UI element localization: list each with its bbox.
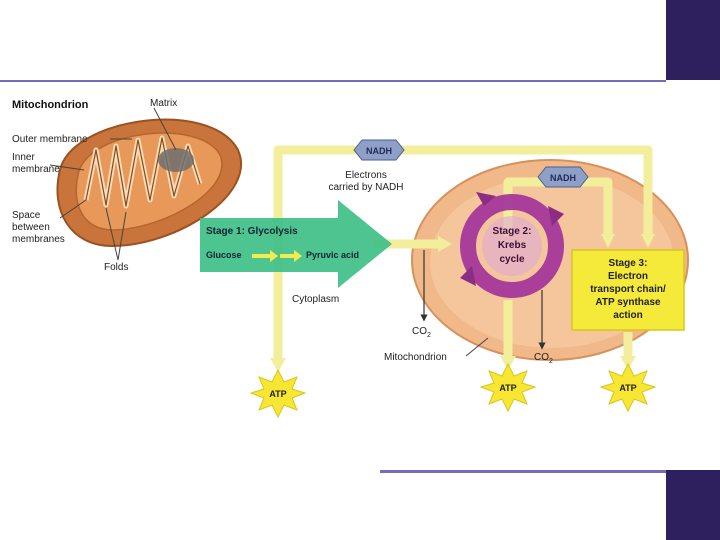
atp-burst-3: ATP bbox=[599, 362, 657, 413]
nadh-badge-1: NADH bbox=[353, 139, 405, 161]
electrons-label-2: carried by NADH bbox=[328, 182, 403, 193]
stage3-label-5: action bbox=[613, 310, 642, 321]
mito-title: Mitochondrion bbox=[12, 99, 89, 111]
atp-label-1: ATP bbox=[269, 389, 286, 399]
mito-leader-lines bbox=[49, 107, 177, 261]
stage3-box: Stage 3: Electron transport chain/ ATP s… bbox=[571, 249, 685, 331]
pyruvic-label: Pyruvic acid bbox=[306, 250, 359, 260]
corner-accent-bottom bbox=[666, 470, 720, 540]
atp-burst-1: ATP bbox=[249, 368, 307, 419]
stage3-label-2: Electron bbox=[608, 271, 648, 282]
outer-membrane-label: Outer membrane bbox=[12, 134, 88, 145]
cytoplasm-label: Cytoplasm bbox=[292, 294, 339, 305]
stage2-label-1: Stage 2: bbox=[493, 226, 532, 237]
stage1-arrow: Stage 1: Glycolysis Glucose Pyruvic acid bbox=[200, 200, 392, 288]
mitochondrion-leader bbox=[465, 337, 489, 357]
co2-label-1: CO2 bbox=[412, 326, 431, 339]
nadh-badge-2: NADH bbox=[537, 166, 589, 188]
accent-line-top bbox=[0, 80, 666, 82]
space-label-2: between bbox=[12, 222, 50, 233]
atp-label-2: ATP bbox=[499, 383, 516, 393]
mitochondrion-label: Mitochondrion bbox=[384, 352, 447, 363]
krebs-cycle: Stage 2: Krebs cycle bbox=[460, 192, 564, 298]
stage3-label-4: ATP synthase bbox=[595, 297, 661, 308]
stage1-title: Stage 1: Glycolysis bbox=[206, 226, 298, 237]
electrons-label-1: Electrons bbox=[345, 170, 387, 181]
cellular-respiration-diagram: Mitochondrion Matrix Outer membrane Inne… bbox=[12, 98, 689, 419]
nadh-label-1: NADH bbox=[366, 146, 392, 156]
co2-arrows bbox=[420, 250, 546, 350]
stage3-label-3: transport chain/ bbox=[590, 284, 666, 295]
atp-label-3: ATP bbox=[619, 383, 636, 393]
space-label-1: Space bbox=[12, 210, 41, 221]
stage2-label-2: Krebs bbox=[498, 240, 527, 251]
accent-line-bottom bbox=[380, 470, 666, 473]
corner-accent-top bbox=[666, 0, 720, 80]
nadh-label-2: NADH bbox=[550, 173, 576, 183]
folds-label: Folds bbox=[104, 262, 128, 273]
mitochondrion-illustration bbox=[56, 118, 242, 248]
inner-membrane-label-2: membrane bbox=[12, 164, 60, 175]
co2-label-2: CO2 bbox=[534, 352, 553, 365]
stage3-label-1: Stage 3: bbox=[609, 258, 648, 269]
atp-burst-2: ATP bbox=[479, 362, 537, 413]
space-label-3: membranes bbox=[12, 234, 65, 245]
matrix-label: Matrix bbox=[150, 98, 177, 109]
stage2-label-3: cycle bbox=[499, 254, 524, 265]
inner-membrane-label-1: Inner bbox=[12, 152, 35, 163]
glucose-label: Glucose bbox=[206, 250, 242, 260]
